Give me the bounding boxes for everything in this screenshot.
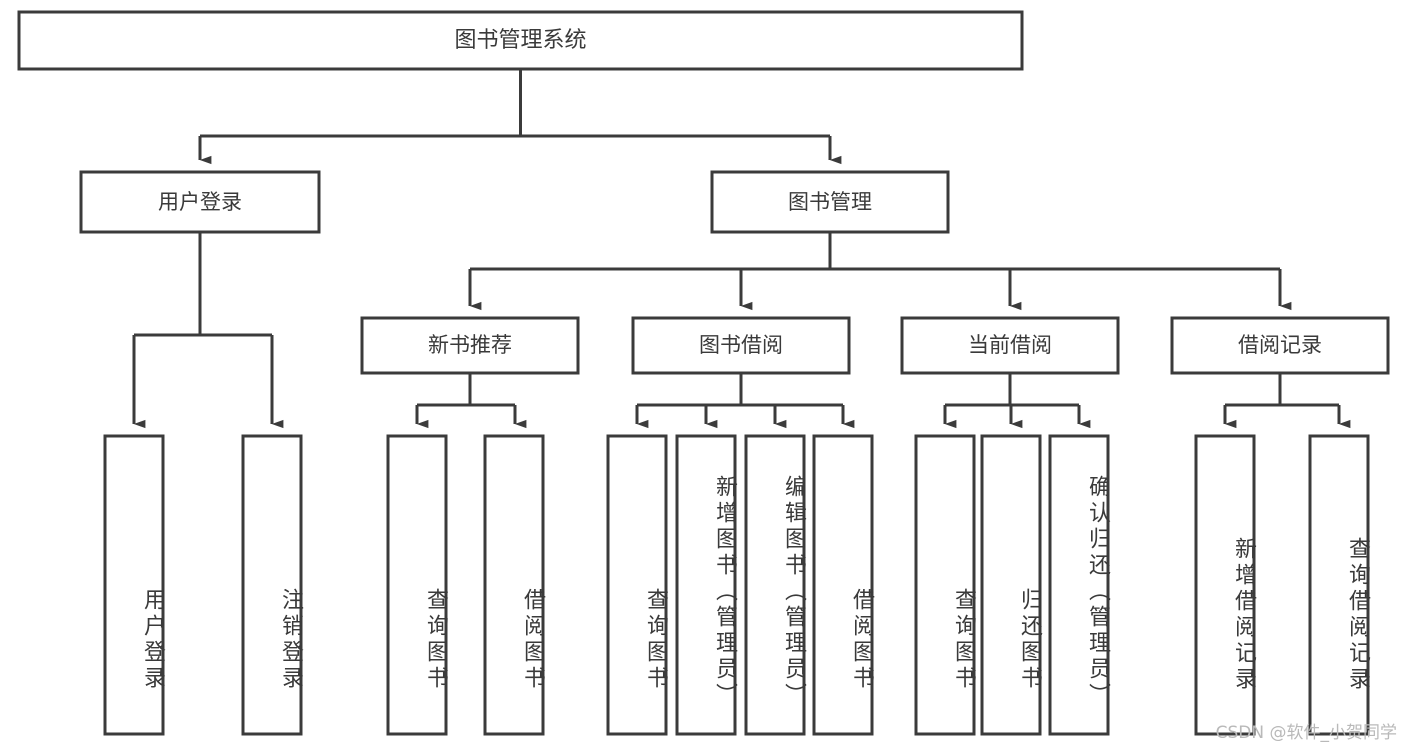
connector-new-book-recommend-bus	[417, 373, 515, 407]
node-box-current-borrow[interactable]	[900, 316, 1120, 375]
node-box-leaf-query-borrow-record[interactable]	[1308, 434, 1370, 736]
node-box-leaf-user-login[interactable]	[103, 434, 165, 736]
node-box-leaf-user-logout[interactable]	[241, 434, 303, 736]
connector-book-borrow-bus	[637, 373, 843, 407]
node-layer	[17, 10, 1390, 736]
node-box-borrow-records[interactable]	[1170, 316, 1390, 375]
node-box-leaf-borrow-book-recommend[interactable]	[483, 434, 545, 736]
node-box-leaf-query-book-borrow[interactable]	[606, 434, 668, 736]
node-box-leaf-return-book[interactable]	[980, 434, 1042, 736]
node-box-leaf-query-book-recommend[interactable]	[386, 434, 448, 736]
node-box-new-book-recommend[interactable]	[360, 316, 580, 375]
connector-book-management-bus	[470, 232, 1280, 271]
node-box-book-borrow[interactable]	[631, 316, 851, 375]
node-box-user-login[interactable]	[79, 170, 321, 234]
node-box-leaf-add-borrow-record[interactable]	[1194, 434, 1256, 736]
node-box-leaf-borrow-book[interactable]	[812, 434, 874, 736]
node-box-root[interactable]	[17, 10, 1024, 71]
connector-layer	[132, 69, 1351, 429]
csdn-watermark: CSDN @软件_小贺同学	[1215, 723, 1397, 743]
node-box-leaf-query-book-current[interactable]	[914, 434, 976, 736]
connector-current-borrow-bus	[945, 373, 1079, 407]
node-box-leaf-add-book-admin[interactable]	[675, 434, 737, 736]
connector-borrow-records-bus	[1225, 373, 1339, 407]
node-box-leaf-edit-book-admin[interactable]	[744, 434, 806, 736]
node-box-leaf-confirm-return-admin[interactable]	[1048, 434, 1110, 736]
connector-root-bus	[200, 69, 830, 138]
node-box-book-management[interactable]	[710, 170, 950, 234]
connector-user-login-bus	[134, 232, 272, 337]
